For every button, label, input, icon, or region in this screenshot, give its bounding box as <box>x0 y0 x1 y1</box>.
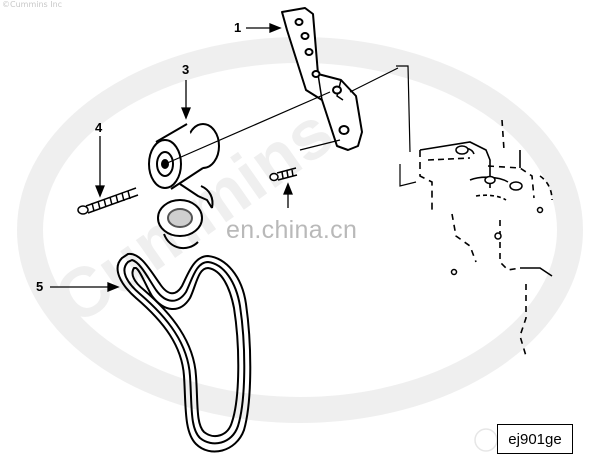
drawing-code: ej901ge <box>508 430 562 448</box>
callout-3: 3 <box>182 62 190 77</box>
belt-part-5 <box>116 252 252 453</box>
engine-block-outline <box>419 119 553 357</box>
drawing-code-box: ej901ge <box>497 424 573 454</box>
callout-4: 4 <box>95 120 103 135</box>
callout-leaders <box>50 23 293 292</box>
small-capscrew <box>269 167 298 182</box>
bracket-part-1 <box>281 7 363 151</box>
engine-block-details <box>450 145 544 276</box>
tensioner-pulley-part-3 <box>148 123 220 209</box>
copyright-watermark: ©Cummins Inc <box>2 0 63 9</box>
callout-5: 5 <box>36 279 44 294</box>
assembly-axis-lines <box>164 65 417 187</box>
watermark-ring <box>474 428 498 452</box>
callout-1: 1 <box>234 20 242 35</box>
capscrew-part-4 <box>77 187 139 215</box>
site-watermark: en.china.cn <box>226 216 358 244</box>
idler-fragment <box>157 199 203 250</box>
